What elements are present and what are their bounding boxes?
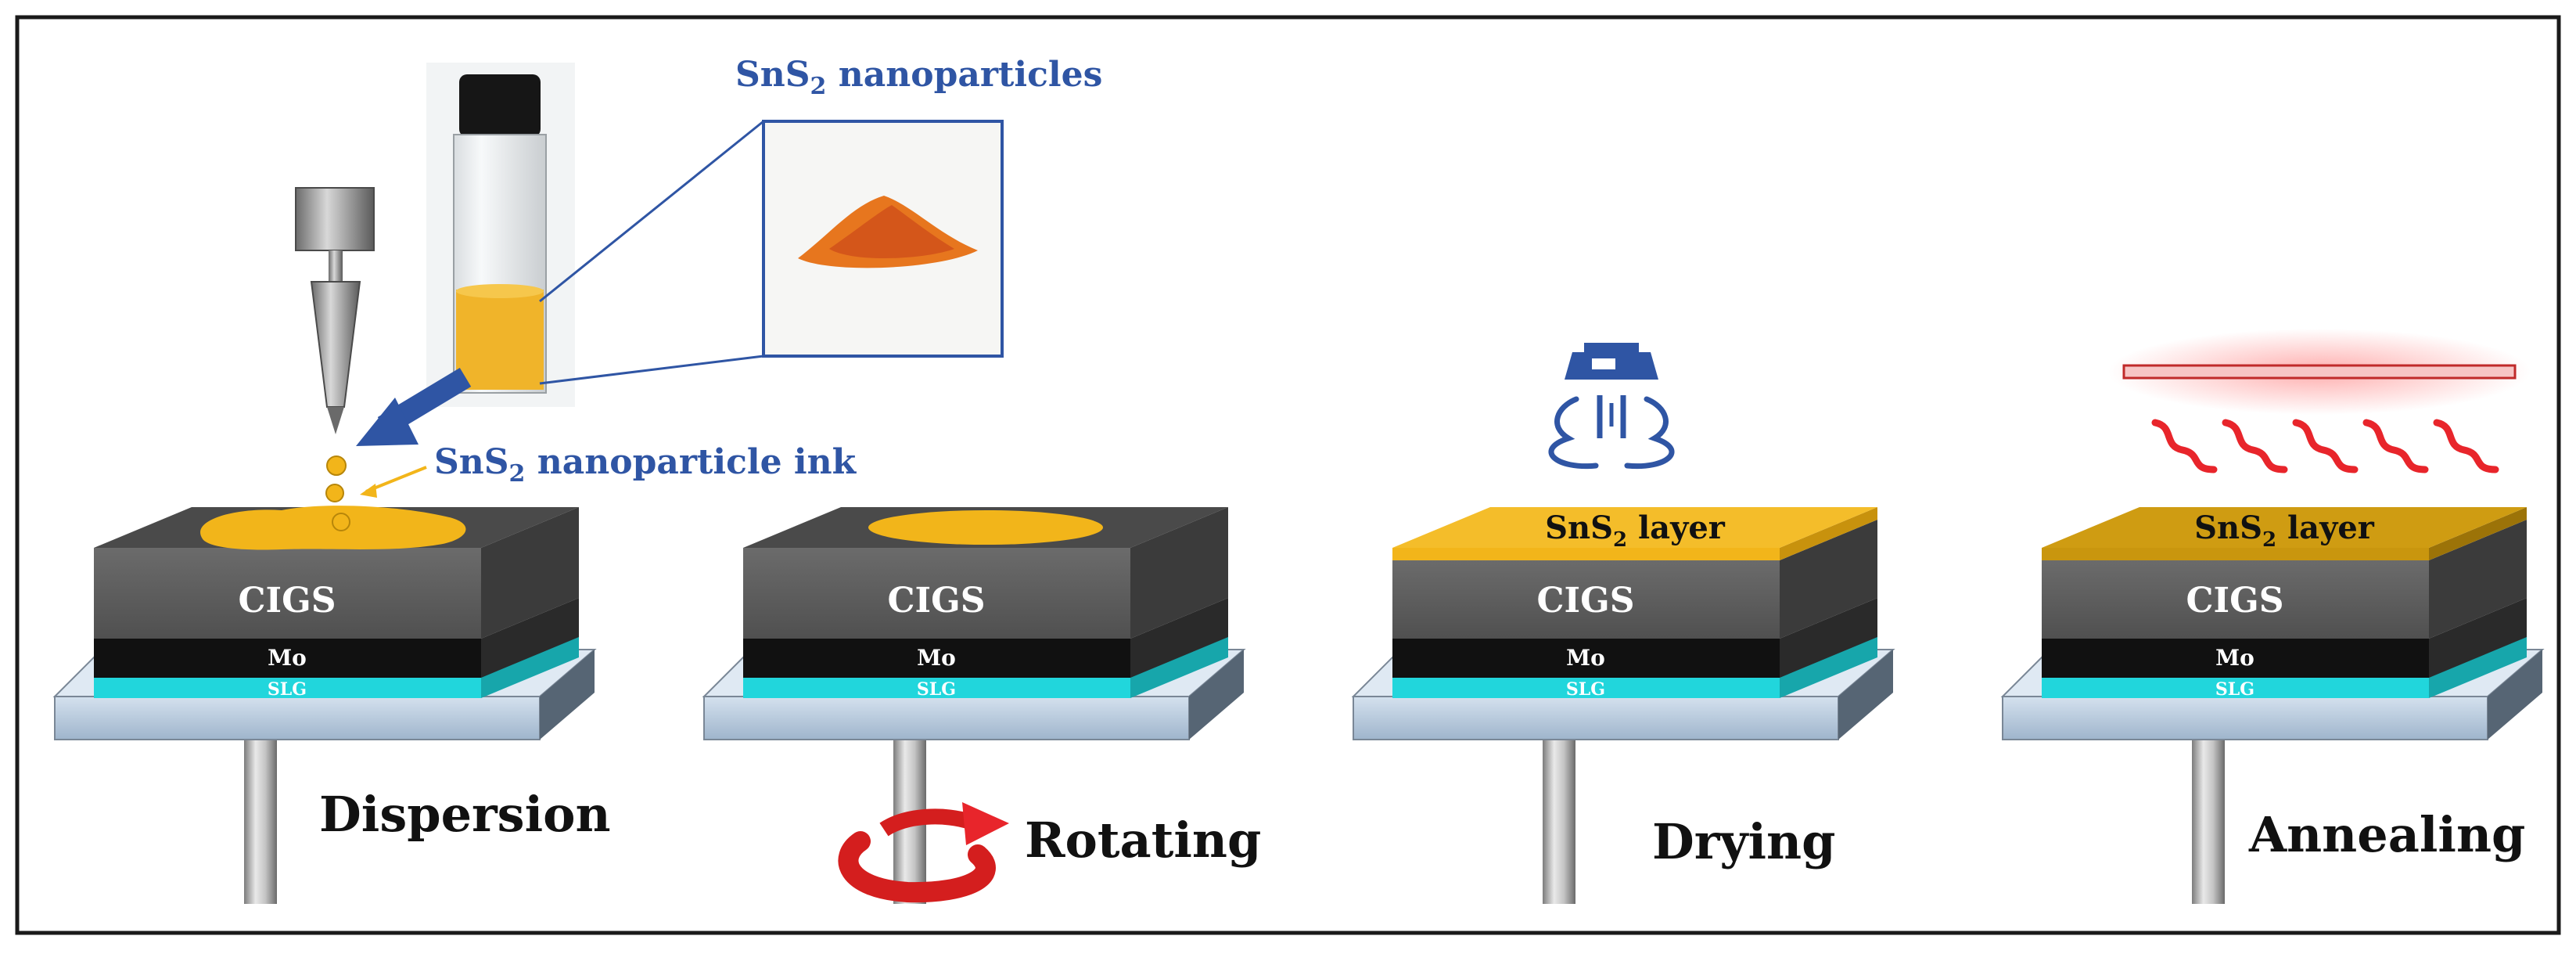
cigs-label: CIGS bbox=[239, 581, 336, 621]
cigs-front bbox=[94, 548, 481, 639]
mo-side bbox=[481, 598, 579, 678]
cigs-front bbox=[1392, 560, 1780, 639]
slg-front bbox=[94, 676, 481, 698]
cigs-front bbox=[743, 548, 1130, 639]
chuck-side bbox=[1189, 650, 1244, 740]
step-dispersion: CIGS Mo SLG Dispersion bbox=[52, 506, 611, 904]
chuck-front bbox=[54, 696, 541, 740]
sns2-layer-front bbox=[1392, 548, 1780, 560]
ink-spread bbox=[868, 510, 1103, 545]
mo-label: Mo bbox=[268, 645, 307, 671]
dryer-icon bbox=[1548, 343, 1675, 470]
chuck-side bbox=[2488, 650, 2542, 740]
mo-front bbox=[1392, 639, 1780, 678]
vial-icon bbox=[426, 63, 575, 407]
step-label-dispersion: Dispersion bbox=[319, 786, 611, 843]
nanoparticles-callout: SnS2 nanoparticles bbox=[735, 55, 1102, 100]
spin-shaft bbox=[2192, 732, 2225, 904]
mo-side bbox=[1130, 598, 1228, 678]
sns2-layer-top bbox=[2042, 507, 2527, 548]
mo-side bbox=[1780, 598, 1877, 678]
mo-label: Mo bbox=[2215, 645, 2254, 671]
slg-label: SLG bbox=[1566, 679, 1605, 700]
callout-line-bottom bbox=[539, 355, 764, 385]
slg-side bbox=[1130, 635, 1228, 698]
chuck-front bbox=[703, 696, 1190, 740]
dispenser-icon bbox=[295, 187, 375, 434]
spin-shaft bbox=[244, 732, 277, 904]
chuck-front bbox=[1353, 696, 1839, 740]
cigs-side bbox=[481, 507, 579, 639]
mo-front bbox=[2042, 639, 2429, 678]
slg-front bbox=[1392, 676, 1780, 698]
cigs-label: CIGS bbox=[2186, 581, 2284, 621]
slg-side bbox=[2429, 635, 2527, 698]
ink-pointer-head bbox=[360, 484, 377, 498]
cigs-label: CIGS bbox=[888, 581, 986, 621]
slg-front bbox=[2042, 676, 2429, 698]
rotation-arrow-icon bbox=[838, 802, 1009, 903]
step-label-rotating: Rotating bbox=[1025, 812, 1261, 869]
slg-side bbox=[481, 635, 579, 698]
heat-waves-icon bbox=[2151, 419, 2499, 473]
slg-label: SLG bbox=[268, 679, 307, 700]
sns2-layer-top bbox=[1392, 507, 1877, 548]
cigs-side bbox=[2429, 520, 2527, 639]
sns2-layer-label: SnS2 layer bbox=[2194, 509, 2375, 552]
cigs-side bbox=[1130, 507, 1228, 639]
figure-border bbox=[15, 15, 2561, 935]
sns2-layer-front bbox=[2042, 548, 2429, 560]
ink-callout: SnS2 nanoparticle ink bbox=[434, 442, 857, 488]
mo-side bbox=[2429, 598, 2527, 678]
ink-puddle bbox=[200, 506, 466, 550]
sns2-layer-side bbox=[2429, 507, 2527, 560]
cigs-front bbox=[2042, 560, 2429, 639]
slg-label: SLG bbox=[917, 679, 956, 700]
callout-line-top bbox=[539, 120, 764, 303]
nanoparticle-photo bbox=[762, 120, 1004, 358]
mo-front bbox=[94, 639, 481, 678]
step-drying: SnS2 layer CIGS Mo SLG Drying bbox=[1351, 343, 1895, 904]
chuck-side bbox=[540, 650, 595, 740]
blue-arrow-icon bbox=[356, 367, 472, 446]
chuck-front bbox=[2002, 696, 2488, 740]
mo-label: Mo bbox=[1566, 645, 1605, 671]
step-label-drying: Drying bbox=[1652, 813, 1835, 870]
slg-label: SLG bbox=[2215, 679, 2254, 700]
ink-pointer bbox=[365, 466, 427, 493]
sns2-layer-label: SnS2 layer bbox=[1545, 509, 1726, 552]
mo-front bbox=[743, 639, 1130, 678]
step-label-annealing: Annealing bbox=[2248, 806, 2525, 863]
ink-droplets bbox=[325, 455, 350, 531]
sns2-layer-side bbox=[1780, 507, 1877, 560]
step-rotating: CIGS Mo SLG Rotating bbox=[702, 507, 1261, 904]
step-annealing: SnS2 layer CIGS Mo SLG Annealing bbox=[2000, 329, 2545, 904]
mo-label: Mo bbox=[917, 645, 956, 671]
cigs-side bbox=[1780, 520, 1877, 639]
chuck-side bbox=[1838, 650, 1893, 740]
cigs-label: CIGS bbox=[1537, 581, 1635, 621]
slg-side bbox=[1780, 635, 1877, 698]
slg-front bbox=[743, 676, 1130, 698]
heater-icon bbox=[2108, 329, 2531, 415]
spin-shaft bbox=[1543, 732, 1575, 904]
